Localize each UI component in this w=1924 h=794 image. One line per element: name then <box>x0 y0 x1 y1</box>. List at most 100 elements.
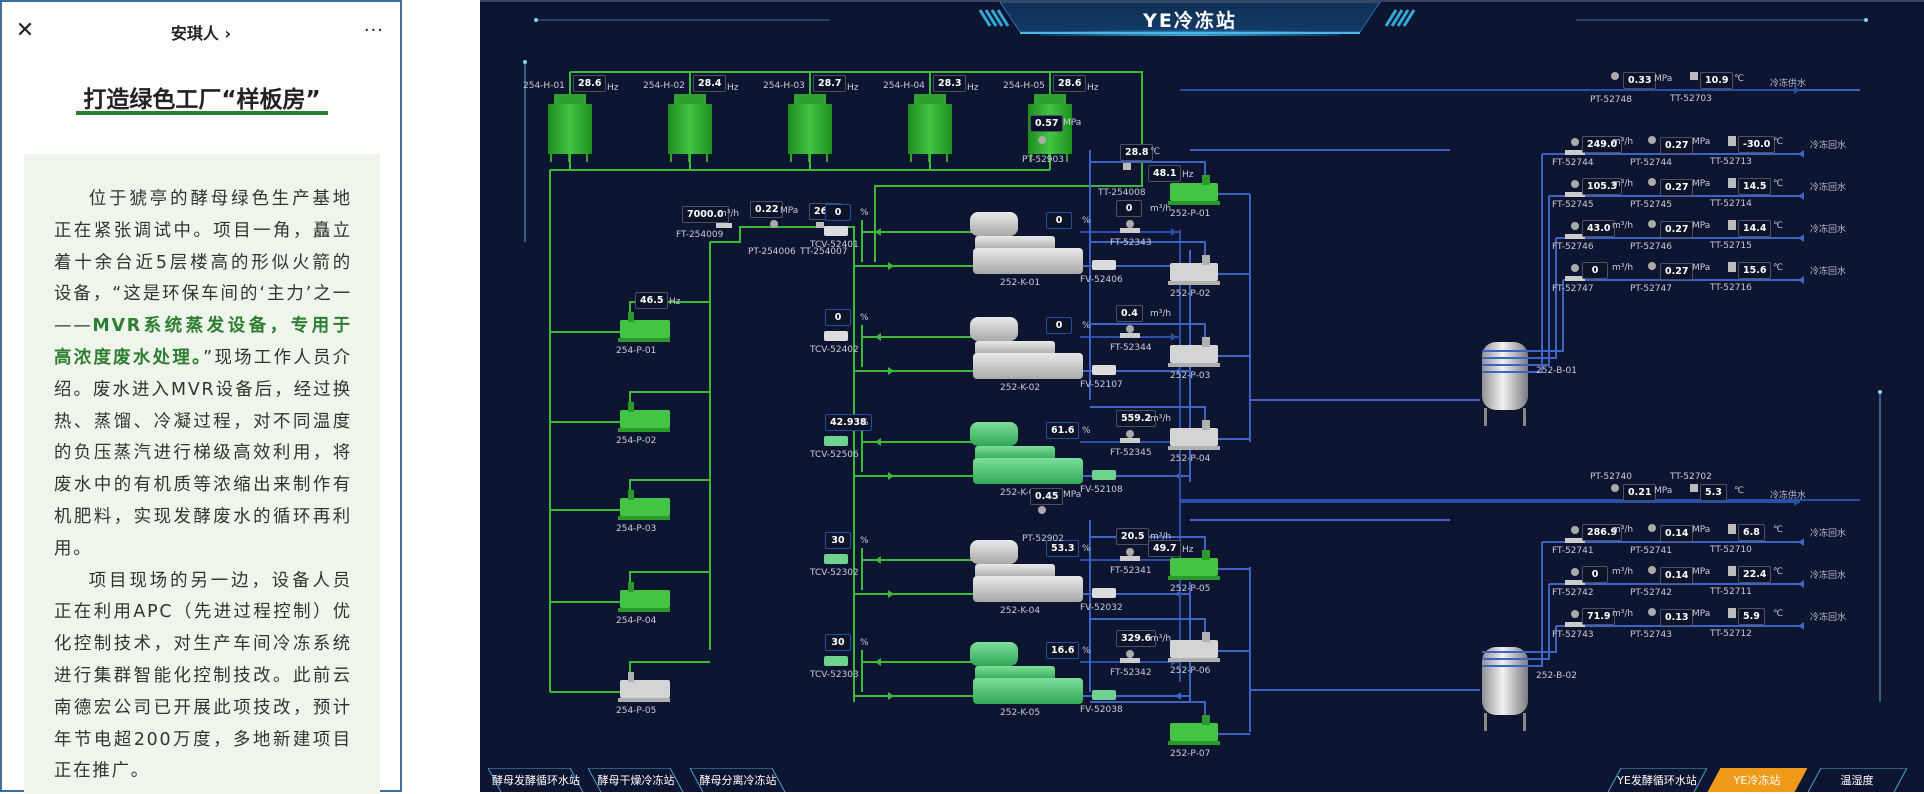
deco-dot <box>1878 390 1882 394</box>
tcv-value-TCV-52303[interactable]: 30 <box>825 634 851 651</box>
return-2-pt-value-PT-52741[interactable]: 0.14 <box>1660 525 1694 542</box>
return-2-ft-value-FT-52742[interactable]: 0 <box>1582 566 1608 583</box>
unit-c: ℃ <box>1150 147 1161 157</box>
return-2-to-tank <box>1482 626 1557 653</box>
chiller-load-252-K-02[interactable]: 0 <box>1046 317 1072 334</box>
pressure-sensor-icon <box>1038 506 1046 514</box>
pump-base <box>618 428 670 432</box>
pressure-sensor-icon <box>1611 484 1619 492</box>
account-name-link[interactable]: 安琪人 › <box>170 24 232 43</box>
unit-hz: Hz <box>607 83 619 93</box>
tower-label-254-H-01: 254-H-01 <box>523 81 565 91</box>
tab-4[interactable]: YE发酵循环水站 <box>1607 768 1707 792</box>
header-stripe <box>1402 9 1416 27</box>
valve-TCV-52302 <box>824 554 848 564</box>
return-2-ft-value-FT-52741[interactable]: 286.9 <box>1582 524 1623 541</box>
tab-1[interactable]: 酵母发酵循环水站 <box>488 768 584 792</box>
pt-52903-value[interactable]: 0.57 <box>1030 115 1064 132</box>
return-2-tt-label-TT-52711: TT-52711 <box>1710 587 1752 597</box>
unit-c: ℃ <box>1734 74 1745 84</box>
unit-mpa: MPa <box>1692 567 1711 577</box>
pressure-sensor-icon <box>1648 220 1656 228</box>
return-1-to-tank <box>1482 238 1557 359</box>
valve-FV-52107 <box>1092 365 1116 375</box>
tower-freq-254-H-01[interactable]: 28.6 <box>573 75 607 92</box>
chiller-load-252-K-03[interactable]: 61.6 <box>1046 422 1080 439</box>
tower-freq-254-H-03[interactable]: 28.7 <box>813 75 847 92</box>
tab-3[interactable]: 酵母分离冷冻站 <box>690 768 786 792</box>
supply-2-pt-label: PT-52740 <box>1590 472 1632 482</box>
flowmeter-head <box>1571 264 1579 272</box>
tower-label-254-H-04: 254-H-04 <box>883 81 925 91</box>
ft-label-FT-52341: FT-52341 <box>1110 566 1152 576</box>
return-1-tt-value-TT-52714[interactable]: 14.5 <box>1738 178 1772 195</box>
flow-arrow <box>875 228 881 236</box>
tcv-value-TCV-52506[interactable]: 42.938 <box>825 414 872 431</box>
more-dots-icon[interactable]: ··· <box>363 20 384 41</box>
flowmeter-head <box>1571 526 1579 534</box>
ft-value-FT-52341[interactable]: 20.5 <box>1116 528 1150 545</box>
pump-nozzle <box>1202 255 1210 265</box>
ft-value-FT-52344[interactable]: 0.4 <box>1116 305 1143 322</box>
close-icon[interactable]: ✕ <box>15 18 35 43</box>
return-1-pt-value-PT-52746[interactable]: 0.27 <box>1660 221 1694 238</box>
return-2-pt-value-PT-52743[interactable]: 0.13 <box>1660 609 1694 626</box>
pump-nozzle <box>1202 632 1210 642</box>
return-2-tt-value-TT-52711[interactable]: 22.4 <box>1738 566 1772 583</box>
unit-pct: % <box>1082 216 1091 226</box>
return-1-pt-value-PT-52744[interactable]: 0.27 <box>1660 137 1694 154</box>
flowmeter-icon <box>1565 580 1585 585</box>
chiller-motor-252-K-01 <box>970 212 1018 236</box>
tower-freq-254-H-02[interactable]: 28.4 <box>693 75 727 92</box>
pt-52902-value[interactable]: 0.45 <box>1030 488 1064 505</box>
flowmeter-icon <box>1565 192 1585 197</box>
unit-hz: Hz <box>847 83 859 93</box>
return-2-pt-value-PT-52742[interactable]: 0.14 <box>1660 567 1694 584</box>
chiller-load-252-K-05[interactable]: 16.6 <box>1046 642 1080 659</box>
ft-value-FT-52343[interactable]: 0 <box>1116 200 1142 217</box>
tower-freq-254-H-05[interactable]: 28.6 <box>1053 75 1087 92</box>
return-2-tt-value-TT-52710[interactable]: 6.8 <box>1738 524 1765 541</box>
pump-inlet <box>1090 323 1206 341</box>
return-1-ft-value-FT-52746[interactable]: 43.0 <box>1582 220 1616 237</box>
supply-1-pt-value[interactable]: 0.33 <box>1623 72 1657 89</box>
tcv-value-TCV-52401[interactable]: 0 <box>825 204 851 221</box>
return-1-pt-value-PT-52747[interactable]: 0.27 <box>1660 263 1694 280</box>
return-1-tt-value-TT-52716[interactable]: 15.6 <box>1738 262 1772 279</box>
tab-6[interactable]: 温湿度 <box>1807 768 1907 792</box>
pump-freq-254-P-01[interactable]: 46.5 <box>635 292 669 309</box>
ft-254009-value[interactable]: 7000.0 <box>682 206 729 223</box>
return-2-tt-value-TT-52712[interactable]: 5.9 <box>1738 608 1765 625</box>
tab-2[interactable]: 酵母干燥冷冻站 <box>588 768 684 792</box>
tower-freq-254-H-04[interactable]: 28.3 <box>933 75 967 92</box>
pump-freq-252-P-05[interactable]: 49.7 <box>1148 540 1182 557</box>
flowmeter-head <box>1126 325 1134 333</box>
return-1-ft-value-FT-52747[interactable]: 0 <box>1582 262 1608 279</box>
supply-2-tt-value[interactable]: 5.3 <box>1700 484 1727 501</box>
return-1-tt-value-TT-52715[interactable]: 14.4 <box>1738 220 1772 237</box>
pump-inlet <box>1090 618 1206 636</box>
cooling-tower-254-H-04 <box>908 104 952 154</box>
return-1-ft-value-FT-52745[interactable]: 105.3 <box>1582 178 1623 195</box>
ft-value-FT-52345[interactable]: 559.2 <box>1116 410 1157 427</box>
tt-254008-value[interactable]: 28.8 <box>1120 144 1154 161</box>
pump-freq-252-P-01[interactable]: 48.1 <box>1148 165 1182 182</box>
tab-active[interactable]: YE冷冻站 <box>1707 768 1807 792</box>
tcv-value-TCV-52302[interactable]: 30 <box>825 532 851 549</box>
ft-value-FT-52342[interactable]: 329.6 <box>1116 630 1157 647</box>
return-1-ft-value-FT-52744[interactable]: 249.0 <box>1582 136 1623 153</box>
return-1-pt-value-PT-52745[interactable]: 0.27 <box>1660 179 1694 196</box>
header-banner: YE冷冻站 <box>1000 2 1380 36</box>
return-1-tt-value-TT-52713[interactable]: -30.0 <box>1738 136 1776 153</box>
chiller-load-252-K-01[interactable]: 0 <box>1046 212 1072 229</box>
return-2-ft-value-FT-52743[interactable]: 71.9 <box>1582 608 1616 625</box>
chiller-load-252-K-04[interactable]: 53.3 <box>1046 540 1080 557</box>
supply-2-pt-value[interactable]: 0.21 <box>1623 484 1657 501</box>
supply-1-tt-value[interactable]: 10.9 <box>1700 72 1734 89</box>
pt-254006-value[interactable]: 0.22 <box>750 201 784 218</box>
flowmeter-icon <box>1565 234 1585 239</box>
pump-body-252-P-02 <box>1170 263 1218 281</box>
flowmeter-icon <box>1565 276 1585 281</box>
tank-leg <box>1484 408 1487 426</box>
tcv-value-TCV-52402[interactable]: 0 <box>825 309 851 326</box>
